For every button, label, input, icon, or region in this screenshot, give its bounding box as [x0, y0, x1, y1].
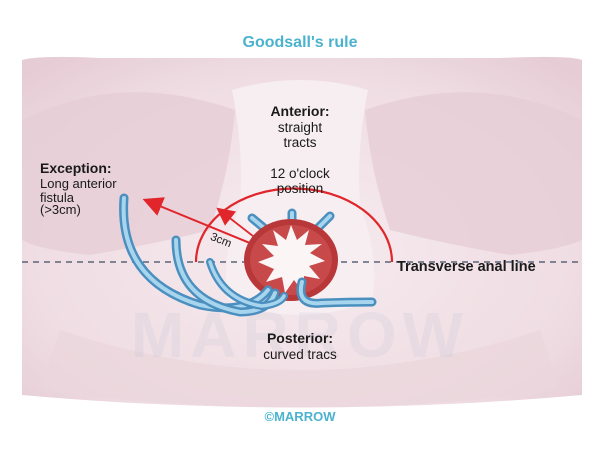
anal-opening — [258, 225, 325, 293]
right-buttock-shading — [365, 92, 582, 255]
clock-line1: 12 o'clock — [270, 166, 330, 181]
anterior-label: Anterior: straight tracts — [230, 103, 370, 150]
posterior-label: Posterior: curved tracs — [230, 330, 370, 362]
transverse-anal-line-label: Transverse anal line — [397, 259, 536, 275]
anterior-line2: tracts — [283, 134, 317, 150]
posterior-tracts — [119, 193, 377, 317]
anterior-3cm-arc — [194, 187, 394, 263]
posterior-heading: Posterior: — [266, 330, 334, 346]
anterior-line1: straight — [277, 119, 323, 135]
copyright-label: ©MARROW — [264, 409, 336, 424]
clock-label: 12 o'clock position — [230, 166, 370, 196]
posterior-line1: curved tracs — [263, 346, 337, 362]
exception-arrow — [142, 197, 263, 249]
anterior-heading: Anterior: — [270, 103, 330, 119]
diagram-title: Goodsall's rule — [242, 34, 358, 51]
watermark: MARROW — [130, 299, 470, 371]
exception-heading: Exception: — [40, 160, 112, 176]
exception-label: Exception: Long anterior fistula — [40, 160, 117, 206]
clock-line2: position — [276, 181, 324, 197]
exception-line2: fistula — [40, 190, 74, 206]
lower-shading — [40, 330, 560, 408]
exception-length-label: (>3cm) — [40, 202, 81, 217]
exception-line1: Long anterior — [40, 175, 117, 191]
